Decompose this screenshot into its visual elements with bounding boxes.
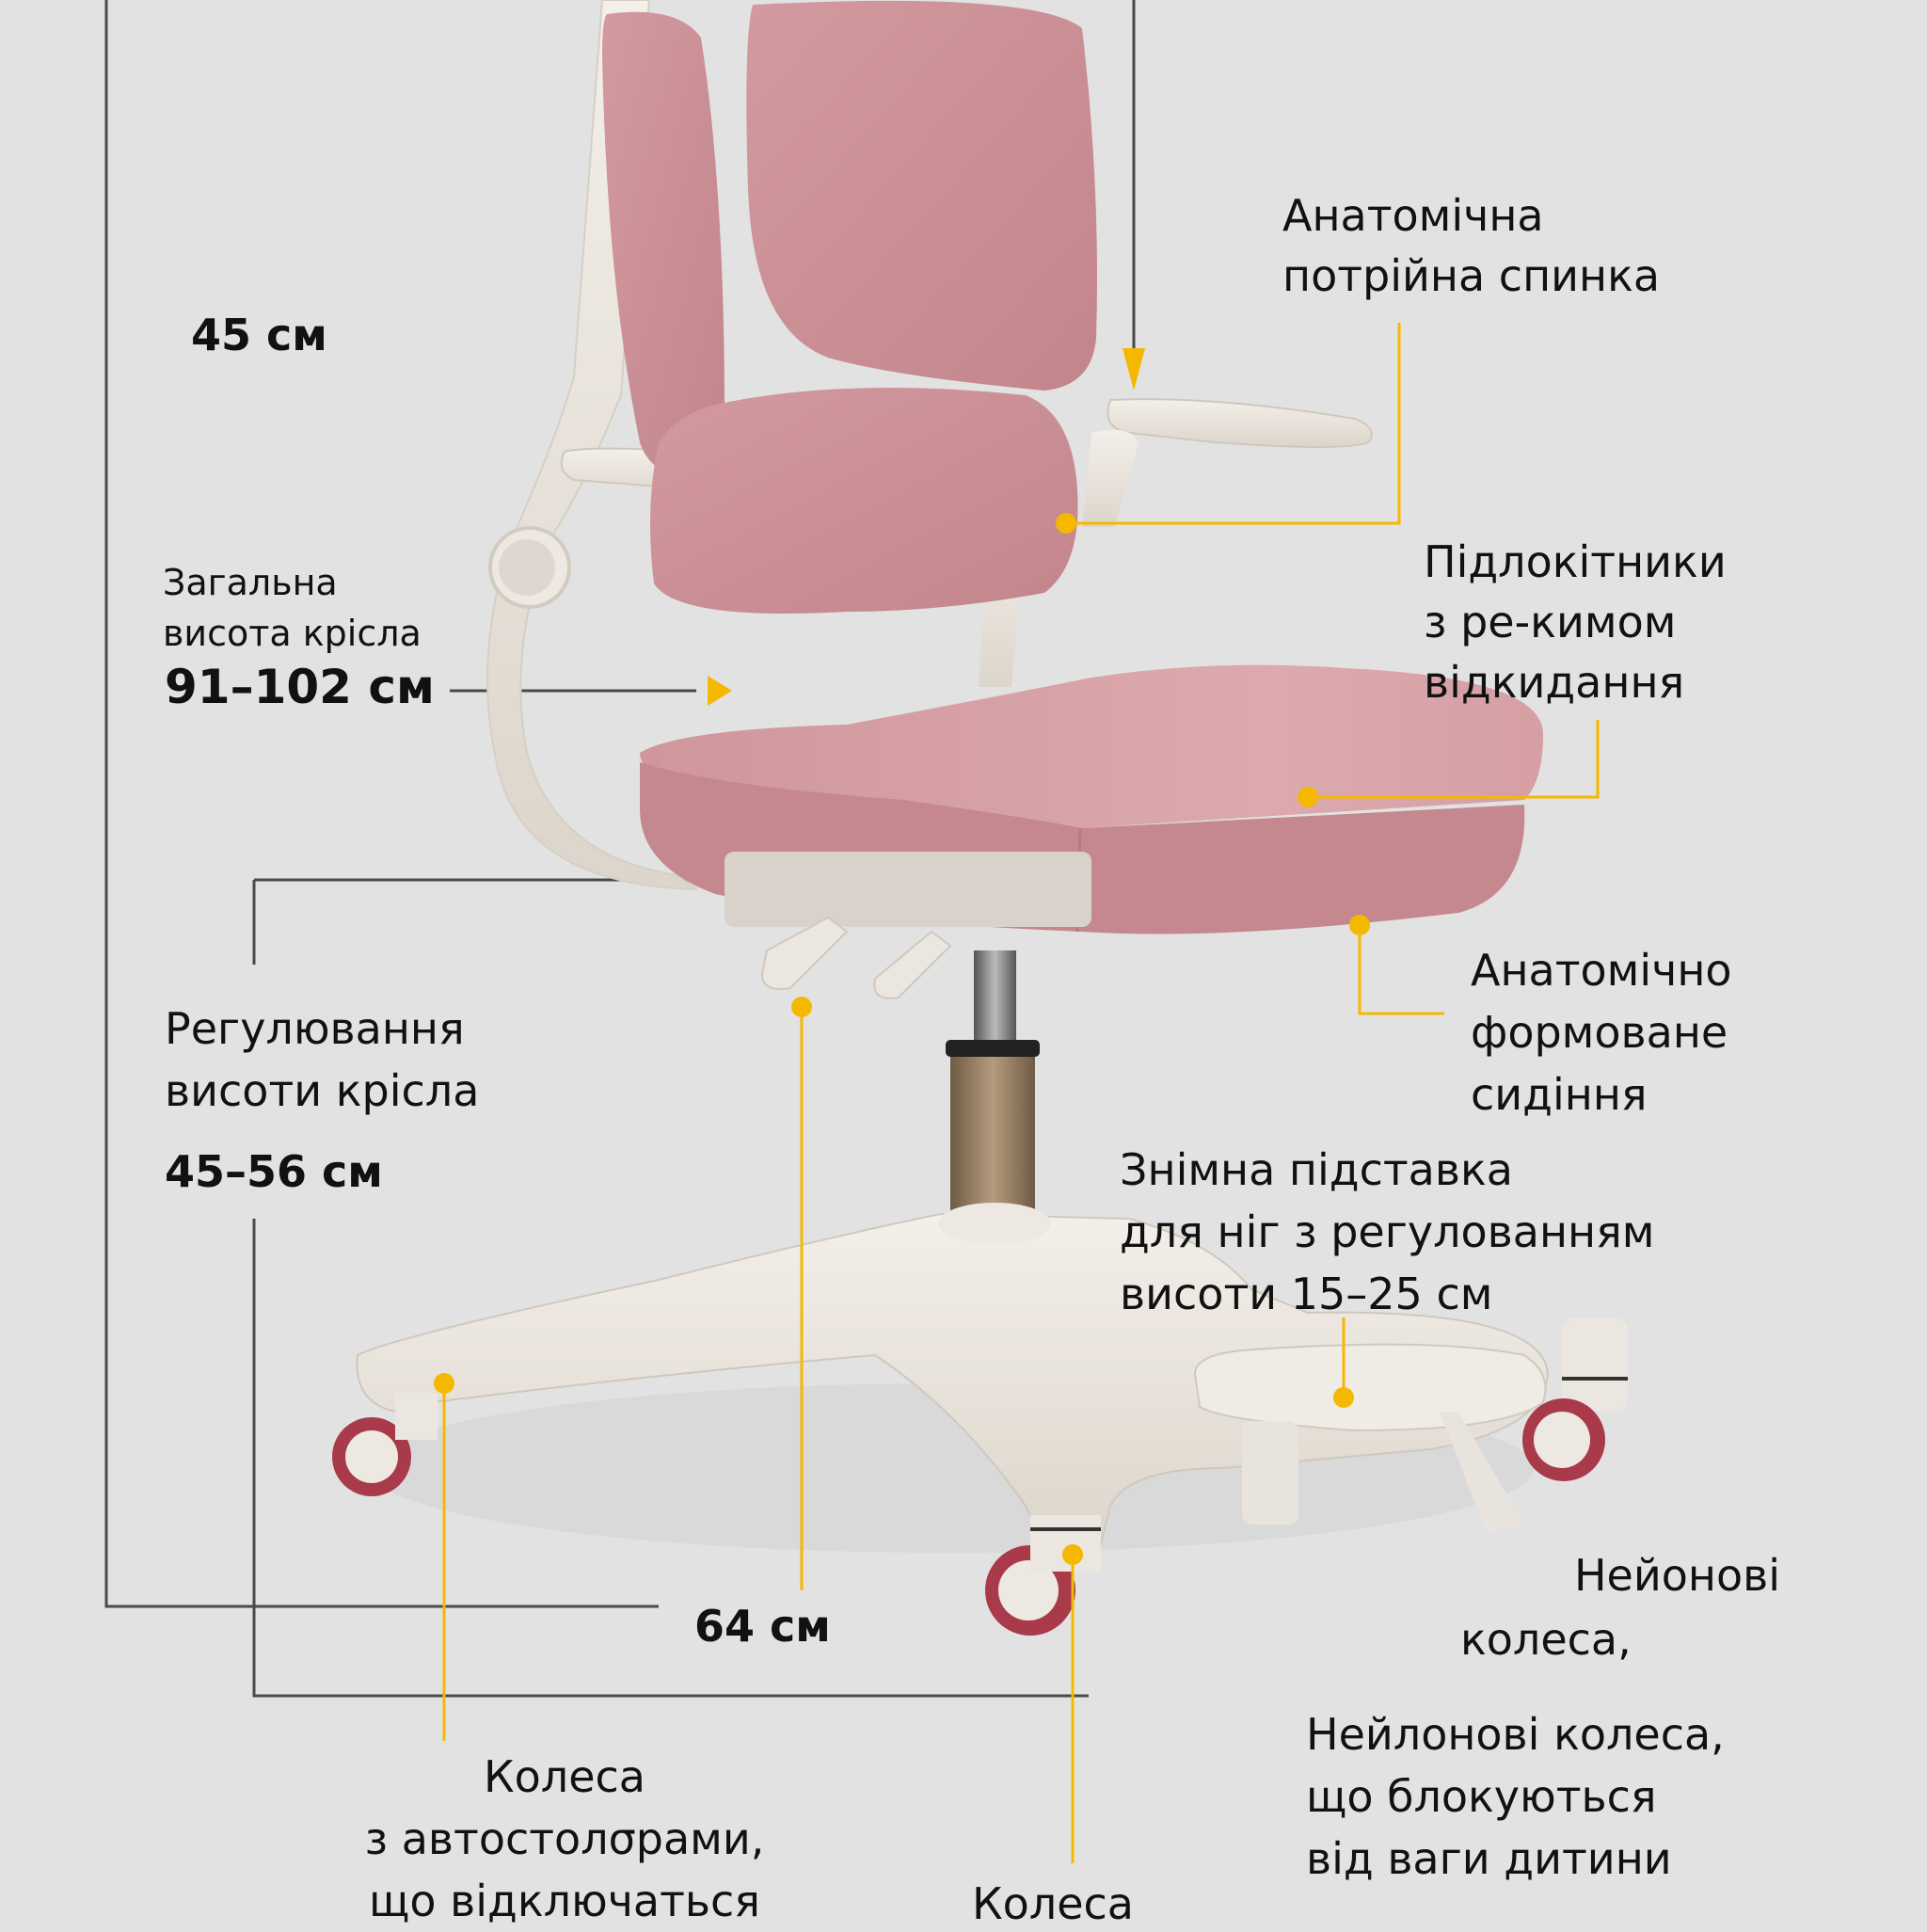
feature-seat-line2: формоване: [1471, 1007, 1728, 1058]
backrest: [602, 0, 1097, 614]
feature-seat: Анатомічно формоване сидіння: [1471, 939, 1732, 1126]
feature-seat-line1: Анатомічно: [1471, 945, 1732, 996]
feature-armrests: Підлокітники з ре-кимом відкидання: [1424, 532, 1727, 712]
base-width-label: 64 см: [694, 1605, 831, 1648]
total-height-title-line1: Загальна: [163, 562, 338, 603]
backrest-width-label: 45 см: [191, 313, 327, 357]
feature-backrest-line2: потрійна спинка: [1282, 250, 1661, 301]
callout-lines: [442, 323, 1600, 1863]
total-height-label: Загальна висота крісла: [163, 557, 422, 659]
total-height-title-line2: висота крісла: [163, 613, 422, 654]
feature-footrest: Знімна підставка для ніг з регулованням …: [1120, 1139, 1655, 1325]
feature-nylon-wheels-short: Нейонові колеса,: [1449, 1543, 1780, 1671]
feature-footrest-line1: Знімна підставка: [1120, 1144, 1513, 1195]
seat-height-value-wrap: 45–56 см: [165, 1150, 383, 1193]
feature-nylon-wheels-short-line2: колеса,: [1460, 1614, 1632, 1665]
feature-backrest-line1: Анатомічна: [1282, 190, 1544, 241]
feature-auto-stop-wheels-line2: з автостолσрами,: [364, 1813, 765, 1864]
feature-auto-stop-wheels-line3: що відключаться: [369, 1876, 760, 1926]
chair-base: [356, 1203, 1628, 1554]
feature-armrests-line1: Підлокітники: [1424, 536, 1727, 587]
gas-lift: [950, 1049, 1035, 1228]
wheel-front-center: [985, 1515, 1101, 1636]
backrest-width-value: 45 см: [191, 310, 327, 360]
feature-auto-stop-wheels-line1: Колеса: [484, 1751, 645, 1802]
callout-dots: [434, 513, 1370, 1565]
feature-nylon-wheels-line3: від ваги дитини: [1306, 1833, 1672, 1884]
total-height-value: 91–102 см: [165, 660, 435, 714]
seat-height-title-line1: Регулювання: [165, 1003, 465, 1054]
feature-wheels-bottom-line1: Колеса: [972, 1878, 1134, 1929]
seat-height-value: 45–56 см: [165, 1146, 383, 1197]
feature-backrest: Анатомічна потрійна спинка: [1282, 185, 1660, 306]
seat-height-title-line2: висоти крісла: [165, 1065, 480, 1116]
wheel-back-right: [1522, 1377, 1628, 1481]
base-width-value: 64 см: [694, 1601, 831, 1652]
gas-lift-chrome: [974, 950, 1016, 1054]
feature-nylon-wheels-short-line1: Нейонові: [1573, 1550, 1780, 1601]
feature-nylon-wheels: Нейлонові колеса, що блокуються від ваги…: [1306, 1703, 1725, 1890]
total-height-value-wrap: 91–102 см: [165, 663, 435, 711]
feature-nylon-wheels-line1: Нейлонові колеса,: [1306, 1709, 1725, 1760]
feature-wheels-bottom: Колеса: [972, 1882, 1134, 1925]
feature-footrest-line2: для ніг з регулованням: [1120, 1206, 1655, 1257]
feature-armrests-line2: з ре-кимом: [1424, 597, 1677, 647]
seat-mechanism: [725, 852, 1091, 999]
feature-seat-line3: сидіння: [1471, 1069, 1648, 1120]
wheel-front-left: [332, 1393, 438, 1496]
feature-armrests-line3: відкидання: [1424, 657, 1685, 708]
feature-nylon-wheels-line2: що блокуються: [1306, 1771, 1657, 1822]
wheels: [332, 1377, 1628, 1636]
seat-height-label: Регулювання висоти крісла: [165, 998, 479, 1122]
feature-footrest-line3: висоти 15–25 см: [1120, 1269, 1493, 1319]
feature-auto-stop-wheels: Колеса з автостолσрами, що відключаться: [329, 1746, 800, 1932]
